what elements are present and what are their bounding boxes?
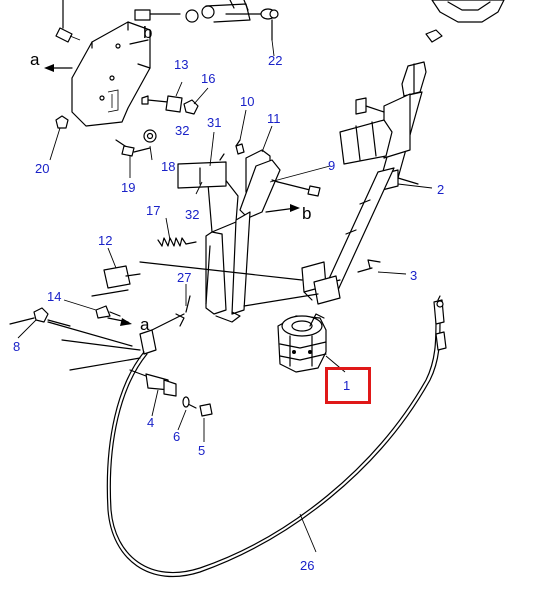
label-part-31: 31 xyxy=(207,115,221,130)
label-part-3: 3 xyxy=(410,268,417,283)
label-part-16: 16 xyxy=(201,71,215,86)
steering-column xyxy=(301,61,427,305)
label-part-22: 22 xyxy=(268,53,282,68)
bolt-13 xyxy=(141,95,183,113)
arrow-b-top xyxy=(129,39,149,45)
nut-20 xyxy=(55,115,69,129)
cable-26 xyxy=(106,295,447,577)
highlight-box-part-1 xyxy=(325,367,371,404)
label-part-18: 18 xyxy=(161,159,175,174)
label-part-27: 27 xyxy=(177,270,191,285)
bracket-plate xyxy=(71,21,151,127)
ref-letter-b-center: b xyxy=(302,204,311,223)
label-part-19: 19 xyxy=(121,180,135,195)
bolt-19 xyxy=(115,129,157,157)
spring-17 xyxy=(157,237,197,247)
ref-letter-a-top: a xyxy=(30,50,40,69)
clevis-27 xyxy=(139,295,191,355)
label-part-2: 2 xyxy=(437,182,444,197)
label-part-20: 20 xyxy=(35,161,49,176)
bolt-8 xyxy=(9,307,71,327)
arrow-a-left xyxy=(44,64,73,72)
leader-lines xyxy=(17,39,433,553)
arrow-a-center xyxy=(107,317,132,326)
bolt-14 xyxy=(95,305,121,319)
label-part-1: 1 xyxy=(343,378,350,393)
label-part-17: 17 xyxy=(146,203,160,218)
label-part-12: 12 xyxy=(98,233,112,248)
label-part-26: 26 xyxy=(300,558,314,573)
label-part-9: 9 xyxy=(328,158,335,173)
label-part-4: 4 xyxy=(147,415,154,430)
label-part-8: 8 xyxy=(13,339,20,354)
label-part-14: 14 xyxy=(47,289,61,304)
lever-4 xyxy=(47,321,213,417)
pedal-bracket xyxy=(177,139,281,323)
label-part-11: 11 xyxy=(267,111,281,126)
label-part-13: 13 xyxy=(174,57,188,72)
label-part-32-upper: 32 xyxy=(175,123,189,138)
bolt-9 xyxy=(271,179,321,197)
steering-wheel xyxy=(425,0,505,43)
ref-letter-a-center: a xyxy=(140,315,150,334)
top-bolt xyxy=(55,0,81,43)
ref-letter-b-top: b xyxy=(143,23,152,42)
control-valve xyxy=(277,313,327,373)
label-part-5: 5 xyxy=(198,443,205,458)
label-part-10: 10 xyxy=(240,94,254,109)
label-part-32-lower: 32 xyxy=(185,207,199,222)
arrow-b-center xyxy=(265,204,300,213)
link-rod-12 xyxy=(91,261,319,307)
top-hardware xyxy=(134,0,279,23)
label-part-6: 6 xyxy=(173,429,180,444)
